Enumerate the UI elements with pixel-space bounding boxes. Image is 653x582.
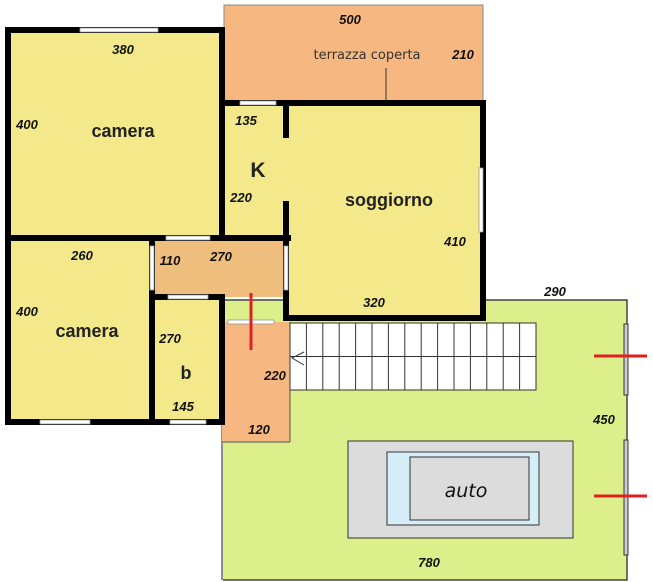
bathroom: [152, 297, 222, 422]
kitchen-width: 135: [235, 113, 257, 128]
garden-side-dim: 450: [592, 412, 615, 427]
bedroom2-width: 260: [70, 248, 93, 263]
bedroom1: [8, 30, 222, 238]
bathroom-width: 145: [172, 399, 194, 414]
landing: [222, 322, 290, 442]
living-depth: 410: [443, 234, 466, 249]
corridor-width: 270: [209, 249, 232, 264]
living-width: 320: [363, 295, 385, 310]
garden-top-dim: 290: [543, 284, 566, 299]
entrance-marks: [249, 293, 647, 498]
garden-bottom-dim: 780: [418, 555, 440, 570]
car-space: [347, 440, 574, 539]
terrace: [223, 4, 484, 104]
corridor: [152, 238, 288, 297]
landing-depth: 220: [263, 368, 286, 383]
bedroom1-width: 380: [112, 42, 134, 57]
kitchen-label: K: [250, 159, 265, 182]
corridor-depth: 110: [160, 253, 181, 268]
bedroom1-label: camera: [91, 121, 155, 141]
terrace-label: terrazza coperta: [313, 48, 420, 63]
terrace-width: 500: [339, 12, 361, 27]
living: [288, 103, 483, 318]
landing-width: 120: [248, 422, 270, 437]
terrace-depth: 210: [451, 47, 474, 62]
bedroom2: [8, 238, 152, 422]
bedroom2-label: camera: [55, 321, 119, 341]
gate-upper[interactable]: [623, 323, 629, 396]
staircase: [289, 322, 537, 391]
living-label: soggiorno: [345, 190, 433, 210]
car-label: auto: [445, 480, 488, 502]
bathroom-label: b: [181, 363, 192, 383]
kitchen-depth: 220: [229, 190, 252, 205]
kitchen: [222, 103, 288, 238]
bathroom-depth: 270: [158, 331, 181, 346]
bedroom1-depth: 400: [15, 117, 38, 132]
stair-arrow-icon: [290, 351, 305, 366]
bedroom2-depth: 400: [15, 304, 38, 319]
